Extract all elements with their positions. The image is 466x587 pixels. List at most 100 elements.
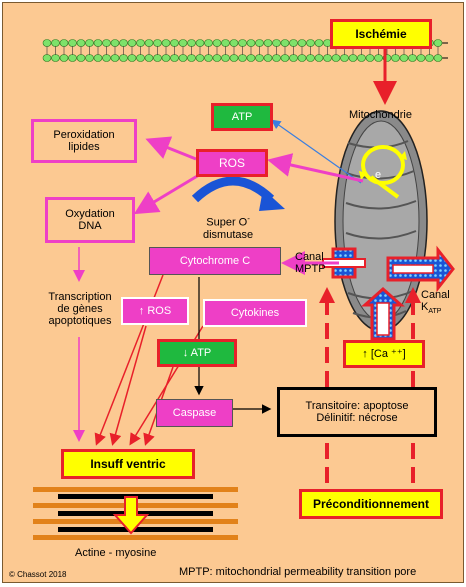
- lipid-head: [365, 54, 375, 62]
- lipid-head: [85, 54, 94, 62]
- lipid-head: [255, 39, 264, 47]
- lipid-head: [399, 54, 409, 62]
- lipid-head: [195, 54, 205, 62]
- atp-label: ATP: [231, 111, 253, 123]
- lipid-head: [195, 39, 205, 47]
- caspase-box: Caspase: [156, 399, 233, 427]
- lipid-head: [127, 54, 137, 62]
- lipid-head: [323, 54, 332, 62]
- katp-channel: [386, 245, 455, 293]
- lipid-head: [306, 39, 315, 47]
- lipid-head: [127, 39, 137, 47]
- atp-decrease-label: ↓ ATP: [182, 347, 212, 359]
- lipid-head: [59, 39, 69, 47]
- lipid-head: [221, 39, 230, 47]
- lipid-head: [229, 39, 239, 47]
- lipid-head: [93, 39, 103, 47]
- lipid-head: [331, 54, 341, 62]
- lipid-head: [212, 39, 222, 47]
- atp-decrease-box: ↓ ATP: [157, 339, 237, 367]
- lipid-head: [187, 39, 196, 47]
- lipid-head: [314, 39, 324, 47]
- ros-label: ROS: [218, 156, 245, 170]
- outcome-box: Transitoire: apoptose Délinitif: nécrose: [277, 387, 437, 437]
- lipid-head: [263, 54, 273, 62]
- lipid-head: [110, 54, 120, 62]
- lipid-peroxidation-box: Peroxidation lipides: [31, 119, 137, 163]
- calcium-label: ↑ [Ca ⁺⁺]: [362, 348, 406, 360]
- lipid-head: [238, 39, 247, 47]
- lipid-head: [161, 39, 171, 47]
- lipid-head: [280, 54, 290, 62]
- lipid-head: [51, 39, 60, 47]
- lipid-head: [297, 39, 307, 47]
- cytochrome-c-box: Cytochrome C: [149, 247, 281, 275]
- lipid-head: [246, 54, 256, 62]
- lipid-head: [272, 39, 281, 47]
- lipid-head: [212, 54, 222, 62]
- lipid-head: [433, 39, 443, 47]
- insuff-label: Insuff ventric: [90, 457, 166, 471]
- lipid-head: [110, 39, 120, 47]
- lipid-head: [433, 54, 443, 62]
- calcium-box: ↑ [Ca ⁺⁺]: [343, 340, 425, 368]
- ros-box: ROS: [196, 149, 268, 177]
- lipid-head: [280, 39, 290, 47]
- lipid-head: [59, 54, 69, 62]
- cytokines-label: Cytokines: [230, 307, 280, 319]
- dna-oxidation-box: Oxydation DNA: [45, 197, 135, 243]
- lipid-head: [42, 54, 52, 62]
- lipid-head: [306, 54, 315, 62]
- lipid-head: [246, 39, 256, 47]
- actin-myosin-label: Actine - myosine: [75, 547, 157, 559]
- lipid-head: [374, 54, 383, 62]
- lipid-head: [178, 39, 188, 47]
- caspase-label: Caspase: [172, 407, 217, 419]
- lipid-head: [85, 39, 94, 47]
- lipid-head: [153, 39, 162, 47]
- electron-label: e: [375, 169, 382, 181]
- preconditioning-box: Préconditionnement: [299, 489, 443, 519]
- lipid-head: [357, 54, 366, 62]
- lipid-head: [229, 54, 239, 62]
- outcome-line1: Transitoire: apoptose: [305, 400, 409, 412]
- lipid-head: [170, 54, 179, 62]
- lipid-head: [289, 39, 298, 47]
- lipid-head: [102, 39, 111, 47]
- lipid-head: [68, 54, 77, 62]
- ros-increase-label: ↑ ROS: [138, 305, 172, 317]
- lipid-head: [51, 54, 60, 62]
- ischemia-box: Ischémie: [330, 19, 432, 49]
- lipid-head: [348, 54, 358, 62]
- lipid-head: [136, 39, 145, 47]
- lipid-head: [238, 54, 247, 62]
- lipid-head: [178, 54, 188, 62]
- lipid-head: [153, 54, 162, 62]
- lipid-head: [204, 54, 213, 62]
- lipid-head: [102, 54, 111, 62]
- lipid-head: [76, 54, 86, 62]
- lipid-head: [416, 54, 426, 62]
- lipid-head: [93, 54, 103, 62]
- lipid-head: [42, 39, 52, 47]
- ros-increase-box: ↑ ROS: [121, 297, 189, 325]
- lipid-head: [68, 39, 77, 47]
- lipid-head: [76, 39, 86, 47]
- preconditioning-label: Préconditionnement: [312, 497, 429, 511]
- mitochondria-label: Mitochondrie: [349, 109, 412, 121]
- lipid-head: [289, 54, 298, 62]
- lipid-head: [136, 54, 145, 62]
- oxydation-line1: Oxydation: [65, 208, 115, 220]
- lipid-head: [340, 54, 349, 62]
- lipid-head: [221, 54, 230, 62]
- dismutase-arrow: [191, 176, 275, 203]
- calcium-channel: [361, 286, 405, 341]
- lipid-head: [408, 54, 417, 62]
- peroxidation-line1: Peroxidation: [53, 129, 115, 141]
- lipid-head: [297, 54, 307, 62]
- cytochrome-label: Cytochrome C: [179, 255, 251, 267]
- diagram-graphics: [33, 39, 455, 540]
